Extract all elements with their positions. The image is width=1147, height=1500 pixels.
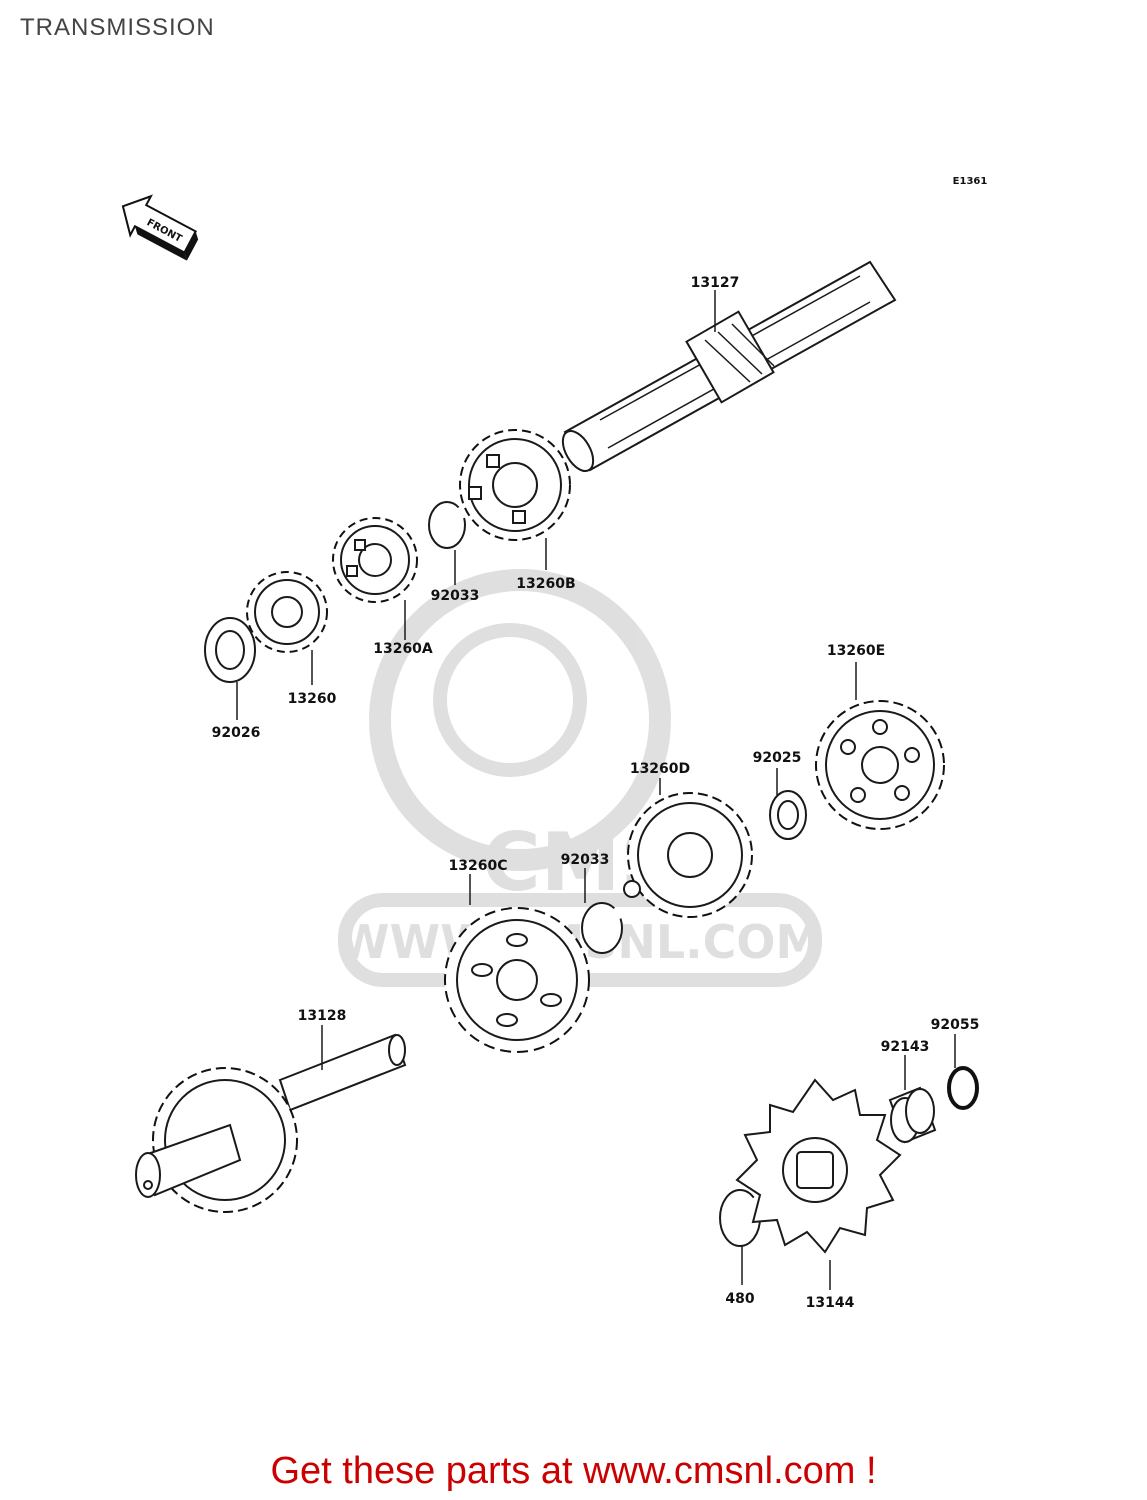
- part-13144-sprocket[interactable]: [735, 1078, 902, 1254]
- label-92025[interactable]: 92025: [753, 750, 802, 766]
- part-13260-gear[interactable]: [246, 571, 328, 653]
- label-92026[interactable]: 92026: [212, 725, 261, 741]
- label-92033-upper[interactable]: 92033: [431, 588, 480, 604]
- label-13260[interactable]: 13260: [288, 691, 337, 707]
- page-title: TRANSMISSION: [20, 14, 215, 41]
- label-92143[interactable]: 92143: [881, 1039, 930, 1055]
- part-92033-circlip-upper[interactable]: [428, 501, 466, 549]
- part-13127-shaft[interactable]: [557, 260, 897, 476]
- part-13260d-gear[interactable]: [623, 792, 753, 918]
- label-13127[interactable]: 13127: [691, 275, 740, 291]
- part-13260c-gear[interactable]: [444, 907, 590, 1053]
- label-13260e[interactable]: 13260E: [827, 643, 885, 659]
- front-arrow-icon: FRONT: [121, 194, 199, 261]
- part-92033-circlip-lower[interactable]: [581, 902, 623, 954]
- label-13260b[interactable]: 13260B: [516, 576, 575, 592]
- part-13260e-gear[interactable]: [815, 700, 945, 830]
- part-92055-oring[interactable]: [947, 1066, 979, 1110]
- part-13260a-gear[interactable]: [332, 517, 418, 603]
- label-13260a[interactable]: 13260A: [373, 641, 433, 657]
- label-13260d[interactable]: 13260D: [630, 761, 690, 777]
- footer-link[interactable]: Get these parts at www.cmsnl.com !: [270, 1450, 877, 1492]
- diagram-code: E1361: [953, 176, 988, 187]
- part-13128-shaft[interactable]: [135, 1033, 407, 1213]
- part-13260b-gear[interactable]: [459, 429, 571, 541]
- watermark: CMS WWW.CMSNL.COM: [338, 569, 822, 987]
- part-92026-washer[interactable]: [204, 617, 256, 683]
- part-92143-collar[interactable]: [888, 1086, 937, 1144]
- label-92055[interactable]: 92055: [931, 1017, 980, 1033]
- part-92025-washer[interactable]: [769, 790, 807, 840]
- label-13128[interactable]: 13128: [298, 1008, 347, 1024]
- label-480[interactable]: 480: [725, 1291, 754, 1307]
- label-13144[interactable]: 13144: [806, 1295, 855, 1311]
- label-13260c[interactable]: 13260C: [449, 858, 508, 874]
- label-92033-lower[interactable]: 92033: [561, 852, 610, 868]
